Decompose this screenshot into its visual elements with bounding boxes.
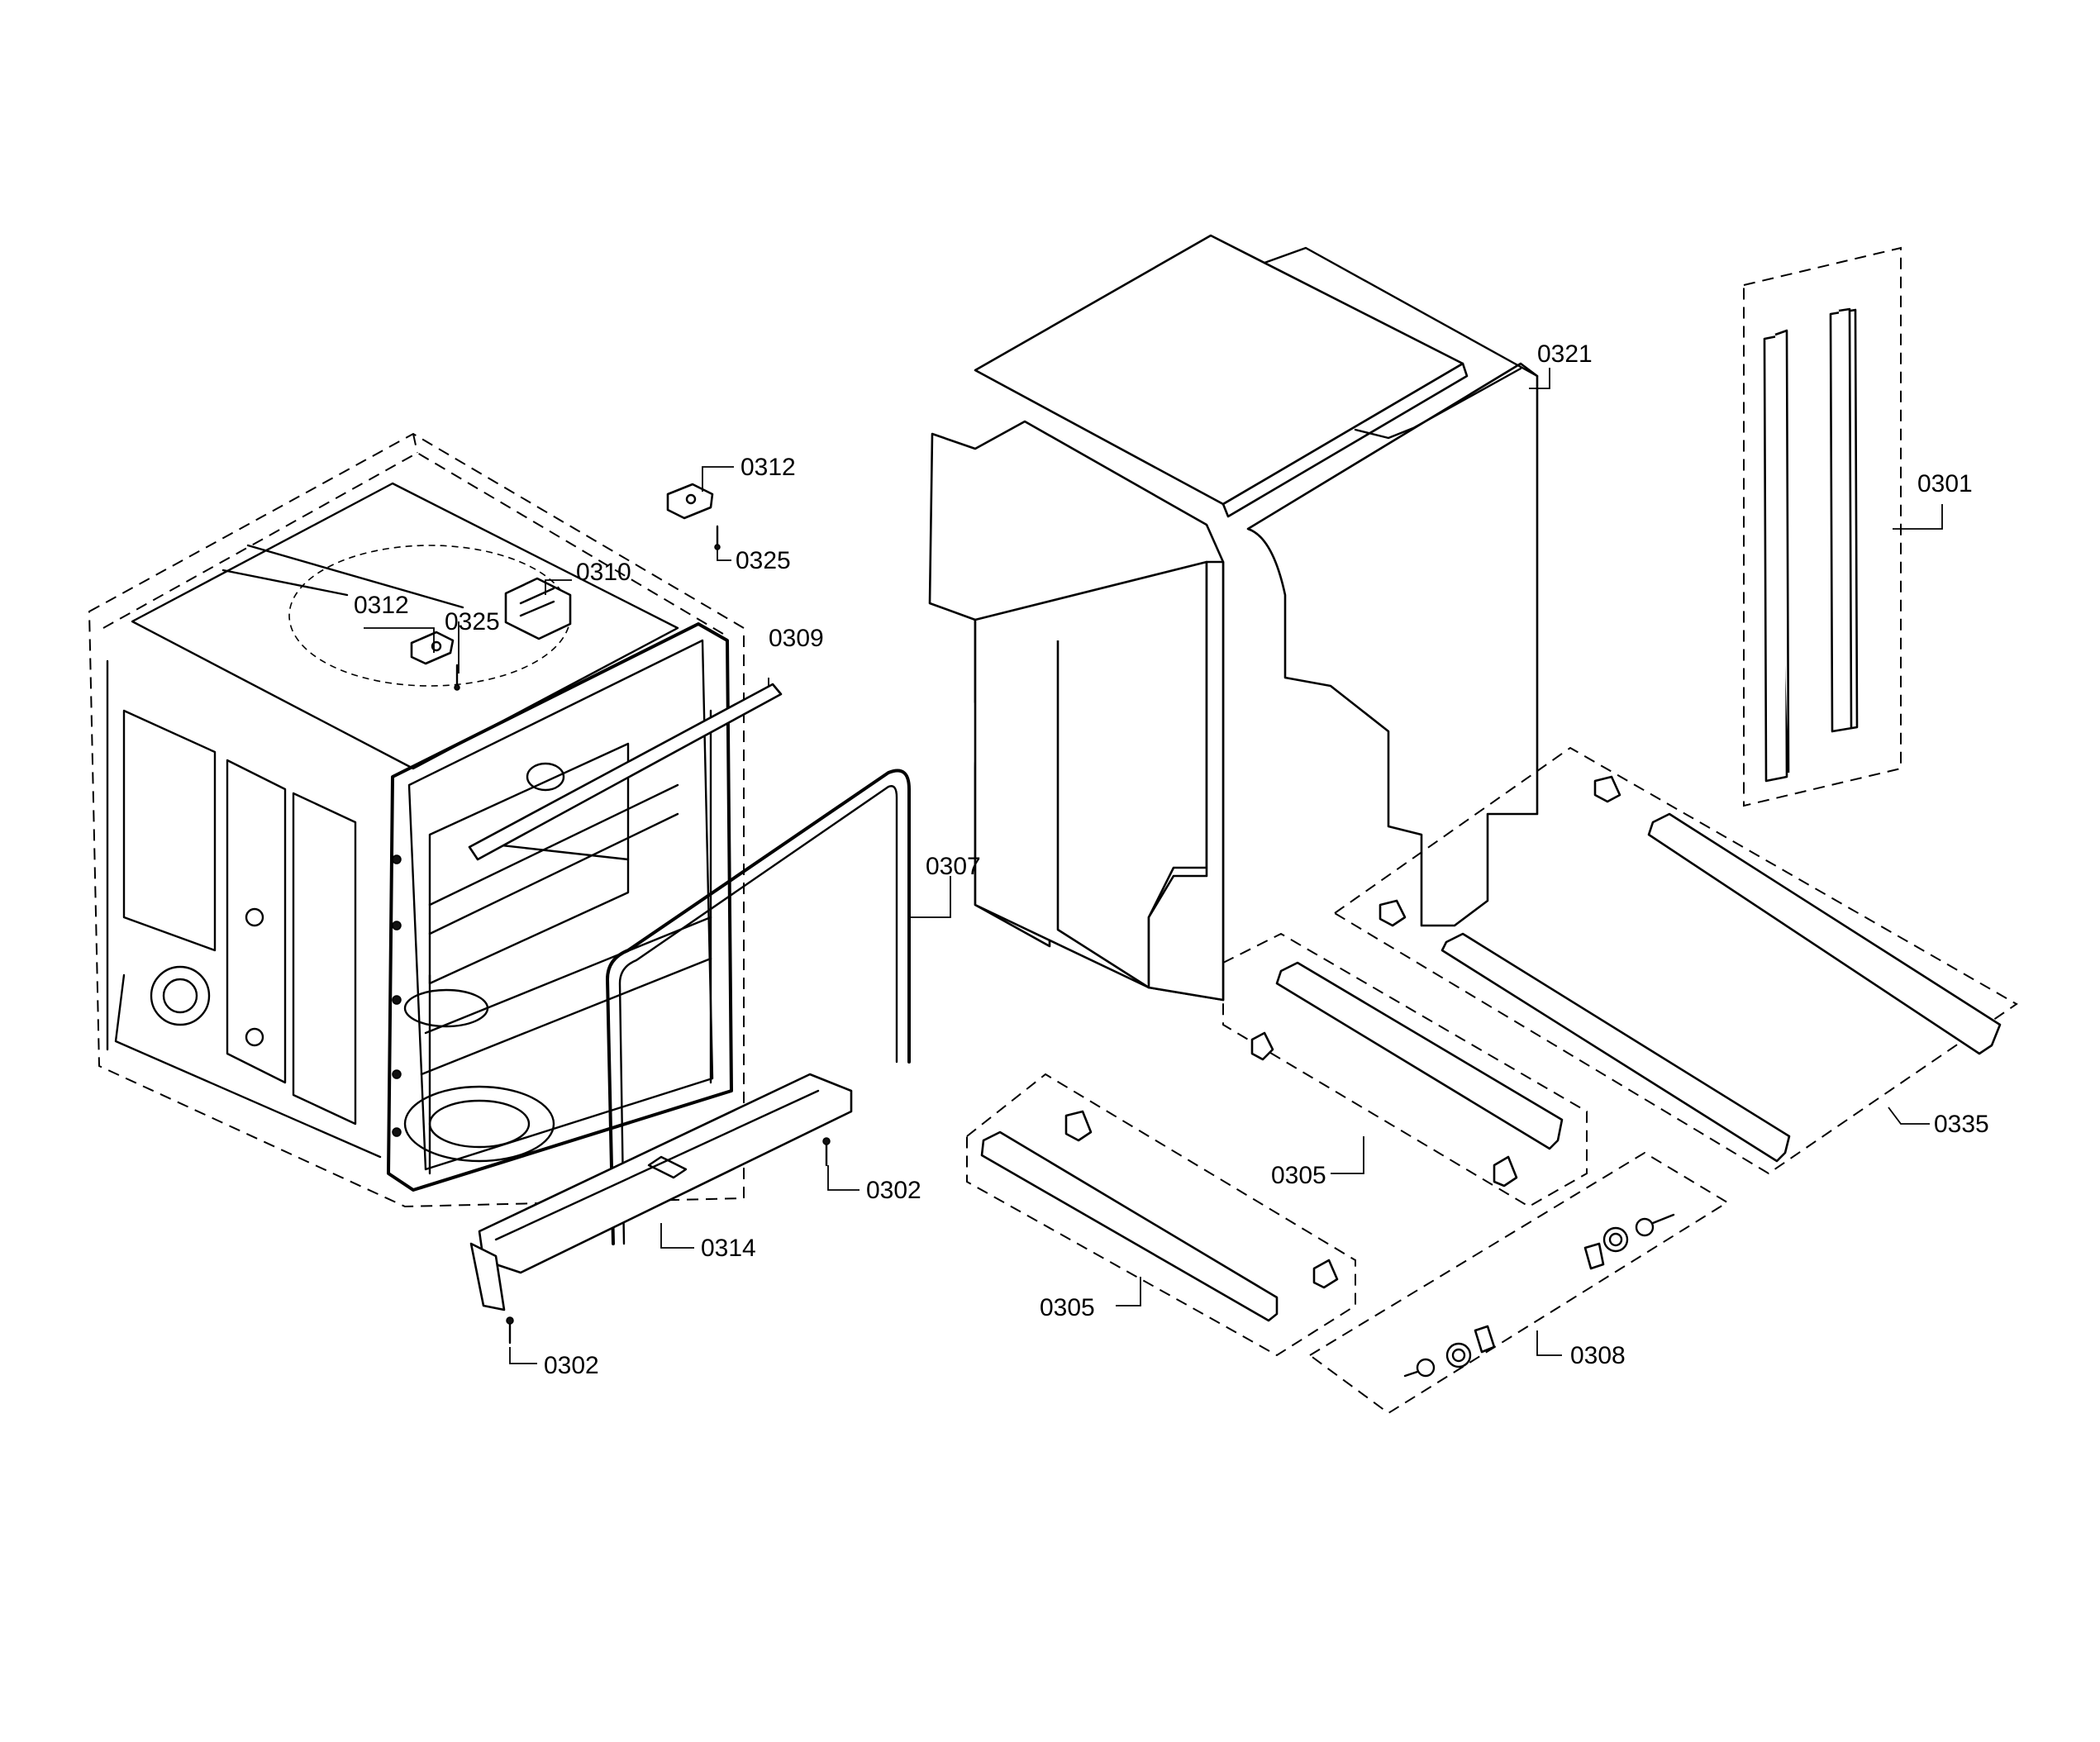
screw-left-0325 <box>454 664 460 691</box>
callout-0302-left: 0302 <box>544 1352 599 1379</box>
rail-kit-0335 <box>1333 746 2018 1175</box>
rail-set-0305-lower <box>966 1073 1356 1357</box>
callout-0305-upper: 0305 <box>1271 1162 1326 1189</box>
bottom-kick-panel-0314 <box>469 1073 853 1311</box>
hinge-bracket-left-0312 <box>410 631 455 665</box>
rail-set-0305-upper <box>1222 932 1588 1208</box>
door-latch-0310 <box>504 577 572 640</box>
callout-0325-left: 0325 <box>445 608 500 635</box>
wheel-set-0308 <box>1308 1151 1729 1415</box>
callout-0312-right: 0312 <box>740 454 796 481</box>
front-trim-strip-0309 <box>468 683 783 861</box>
callout-0325-right: 0325 <box>736 547 791 574</box>
callout-0301: 0301 <box>1917 470 1973 497</box>
side-rails-0301 <box>1743 246 1902 807</box>
screw-bottom-right-0302 <box>822 1137 831 1167</box>
callout-0335: 0335 <box>1934 1111 1989 1138</box>
callout-0310: 0310 <box>576 559 631 586</box>
screw-right-0325 <box>714 525 721 550</box>
callout-0312-left: 0312 <box>354 592 409 619</box>
callout-0321: 0321 <box>1537 340 1593 368</box>
screw-bottom-left-0302 <box>506 1316 514 1345</box>
callout-0302-right: 0302 <box>866 1177 921 1204</box>
callout-0308: 0308 <box>1570 1342 1626 1369</box>
insulation-wrap-0321 <box>928 234 1539 1002</box>
callout-0305-lower: 0305 <box>1040 1294 1095 1321</box>
dishwasher-tub-assembly <box>88 432 745 1208</box>
hinge-bracket-right-0312 <box>666 483 714 520</box>
callout-leaders <box>364 368 1943 1364</box>
callout-0314: 0314 <box>701 1235 756 1262</box>
callout-0307: 0307 <box>926 853 981 880</box>
door-gasket-0307 <box>606 769 911 1245</box>
callout-0309: 0309 <box>769 625 824 652</box>
